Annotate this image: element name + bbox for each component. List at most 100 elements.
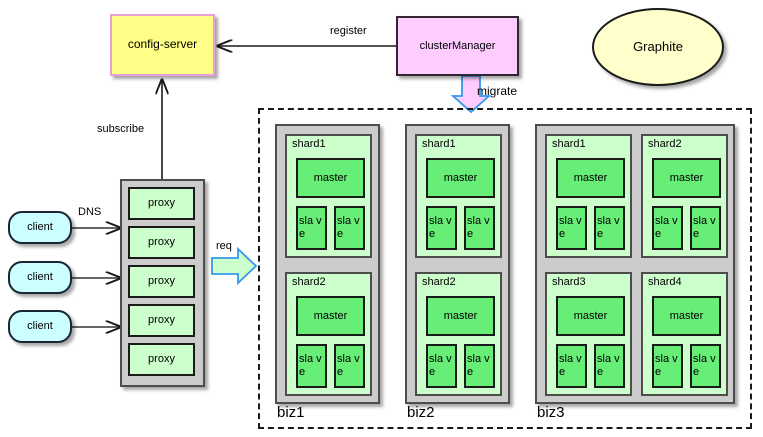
cluster-manager-label: clusterManager bbox=[419, 39, 496, 52]
slave-label: sla ve bbox=[597, 353, 620, 378]
slave-label: sla ve bbox=[337, 353, 360, 378]
slave-node[interactable]: sla ve bbox=[296, 344, 327, 388]
shard-panel: shard1 master sla ve sla ve bbox=[415, 134, 502, 258]
biz-label-1: biz1 bbox=[277, 404, 305, 421]
shard-panel: shard1 master sla ve sla ve bbox=[545, 134, 632, 258]
client-label: client bbox=[27, 221, 53, 234]
client-label: client bbox=[27, 320, 53, 333]
master-node[interactable]: master bbox=[556, 158, 625, 198]
slave-label: sla ve bbox=[693, 215, 716, 240]
master-label: master bbox=[313, 172, 348, 184]
migrate-edge-label: migrate bbox=[477, 84, 518, 98]
proxy-container: proxy proxy proxy proxy proxy bbox=[120, 179, 205, 387]
proxy-label: proxy bbox=[148, 353, 175, 366]
biz-container-1: shard1 master sla ve sla ve shard2 maste… bbox=[275, 124, 380, 404]
dns-edge-label: DNS bbox=[78, 206, 102, 218]
proxy-label: proxy bbox=[148, 236, 175, 249]
req-edge-label: req bbox=[216, 240, 232, 252]
slave-label: sla ve bbox=[655, 353, 678, 378]
master-node[interactable]: master bbox=[426, 296, 495, 336]
shard-panel: shard2 master sla ve sla ve bbox=[415, 272, 502, 396]
slave-node[interactable]: sla ve bbox=[464, 344, 495, 388]
config-server-label: config-server bbox=[127, 37, 198, 52]
graphite-node[interactable]: Graphite bbox=[592, 8, 724, 86]
master-node[interactable]: master bbox=[426, 158, 495, 198]
slave-label: sla ve bbox=[559, 215, 582, 240]
cluster-manager-node[interactable]: clusterManager bbox=[396, 16, 519, 76]
shard-label: shard1 bbox=[292, 138, 326, 150]
slave-label: sla ve bbox=[429, 215, 452, 240]
proxy-label: proxy bbox=[148, 314, 175, 327]
proxy-label: proxy bbox=[148, 197, 175, 210]
slave-label: sla ve bbox=[693, 353, 716, 378]
slave-node[interactable]: sla ve bbox=[464, 206, 495, 250]
master-node[interactable]: master bbox=[296, 158, 365, 198]
slave-node[interactable]: sla ve bbox=[690, 206, 721, 250]
master-label: master bbox=[573, 310, 608, 322]
graphite-label: Graphite bbox=[633, 38, 683, 54]
shard-panel: shard2 master sla ve sla ve bbox=[641, 134, 728, 258]
slave-label: sla ve bbox=[467, 215, 490, 240]
slave-label: sla ve bbox=[429, 353, 452, 378]
slave-node[interactable]: sla ve bbox=[594, 344, 625, 388]
master-label: master bbox=[443, 172, 478, 184]
slave-node[interactable]: sla ve bbox=[334, 206, 365, 250]
proxy-node-4[interactable]: proxy bbox=[128, 304, 195, 337]
slave-node[interactable]: sla ve bbox=[556, 206, 587, 250]
slave-label: sla ve bbox=[655, 215, 678, 240]
master-node[interactable]: master bbox=[556, 296, 625, 336]
slave-node[interactable]: sla ve bbox=[334, 344, 365, 388]
slave-label: sla ve bbox=[299, 215, 322, 240]
shard-label: shard1 bbox=[552, 138, 586, 150]
config-server-node[interactable]: config-server bbox=[110, 14, 215, 76]
slave-node[interactable]: sla ve bbox=[594, 206, 625, 250]
client-node-2[interactable]: client bbox=[8, 261, 72, 294]
proxy-label: proxy bbox=[148, 275, 175, 288]
slave-node[interactable]: sla ve bbox=[690, 344, 721, 388]
master-node[interactable]: master bbox=[652, 296, 721, 336]
shard-label: shard2 bbox=[292, 276, 326, 288]
shard-panel: shard3 master sla ve sla ve bbox=[545, 272, 632, 396]
master-label: master bbox=[669, 310, 704, 322]
master-label: master bbox=[443, 310, 478, 322]
slave-node[interactable]: sla ve bbox=[652, 344, 683, 388]
master-label: master bbox=[313, 310, 348, 322]
biz-label-3: biz3 bbox=[537, 404, 565, 421]
slave-label: sla ve bbox=[467, 353, 490, 378]
proxy-node-1[interactable]: proxy bbox=[128, 187, 195, 220]
shard-panel: shard1 master sla ve sla ve bbox=[285, 134, 372, 258]
client-label: client bbox=[27, 271, 53, 284]
biz-container-3: shard1 master sla ve sla ve shard2 maste… bbox=[535, 124, 735, 404]
slave-label: sla ve bbox=[299, 353, 322, 378]
master-label: master bbox=[573, 172, 608, 184]
master-label: master bbox=[669, 172, 704, 184]
client-node-1[interactable]: client bbox=[8, 211, 72, 244]
slave-label: sla ve bbox=[559, 353, 582, 378]
shard-label: shard3 bbox=[552, 276, 586, 288]
client-node-3[interactable]: client bbox=[8, 310, 72, 343]
proxy-node-3[interactable]: proxy bbox=[128, 265, 195, 298]
slave-node[interactable]: sla ve bbox=[652, 206, 683, 250]
register-edge-label: register bbox=[330, 25, 367, 37]
master-node[interactable]: master bbox=[296, 296, 365, 336]
master-node[interactable]: master bbox=[652, 158, 721, 198]
shard-panel: shard2 master sla ve sla ve bbox=[285, 272, 372, 396]
proxy-node-5[interactable]: proxy bbox=[128, 343, 195, 376]
shard-label: shard1 bbox=[422, 138, 456, 150]
slave-node[interactable]: sla ve bbox=[426, 206, 457, 250]
shard-label: shard2 bbox=[422, 276, 456, 288]
slave-label: sla ve bbox=[597, 215, 620, 240]
slave-node[interactable]: sla ve bbox=[296, 206, 327, 250]
shard-label: shard2 bbox=[648, 138, 682, 150]
cluster-region bbox=[258, 108, 752, 429]
req-arrow-shape bbox=[211, 246, 258, 286]
shard-panel: shard4 master sla ve sla ve bbox=[641, 272, 728, 396]
slave-label: sla ve bbox=[337, 215, 360, 240]
biz-label-2: biz2 bbox=[407, 404, 435, 421]
proxy-node-2[interactable]: proxy bbox=[128, 226, 195, 259]
slave-node[interactable]: sla ve bbox=[426, 344, 457, 388]
shard-label: shard4 bbox=[648, 276, 682, 288]
subscribe-edge-label: subscribe bbox=[97, 123, 145, 135]
slave-node[interactable]: sla ve bbox=[556, 344, 587, 388]
